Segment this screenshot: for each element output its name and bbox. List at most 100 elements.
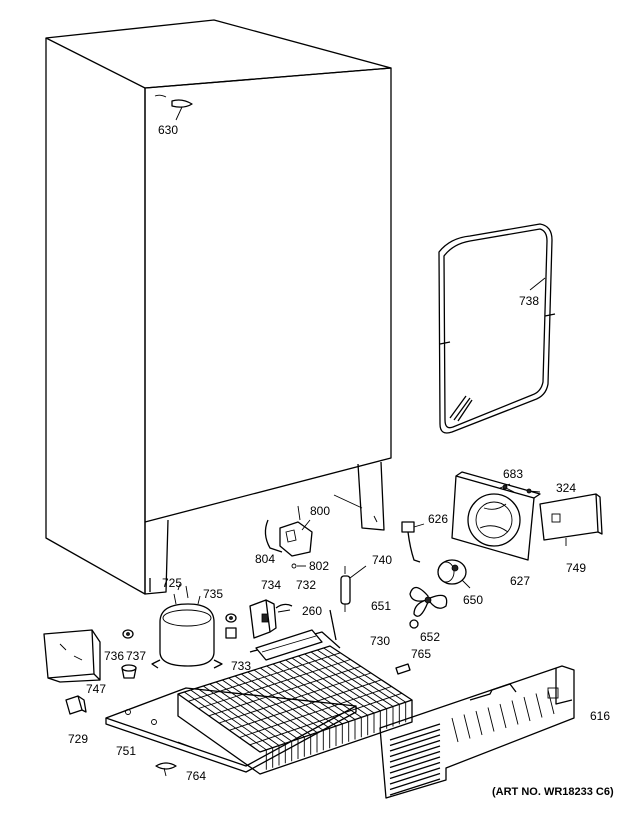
coil-crossbar [198, 659, 351, 709]
label-736: 736 [104, 649, 124, 663]
label-650: 650 [463, 593, 483, 607]
coil-tube [247, 671, 331, 749]
coil-tube [241, 673, 324, 751]
coil-crossbar [188, 652, 341, 702]
part-729-cover [65, 695, 87, 715]
coil-crossbar [218, 672, 372, 724]
grille-louver [389, 756, 441, 774]
grille-louver [389, 739, 441, 758]
coil-tube [298, 655, 381, 731]
coil-tube [209, 683, 293, 762]
grille-louver [389, 750, 441, 769]
label-735: 735 [203, 587, 223, 601]
coil-tube [190, 689, 274, 768]
part-738-gasket [438, 223, 556, 434]
label-749: 749 [566, 561, 586, 575]
part-627-fan-shroud [451, 471, 541, 561]
coil-tube [260, 667, 343, 744]
part-765-clip [395, 663, 411, 675]
coil-tube [184, 691, 267, 770]
grille-slot [451, 717, 459, 743]
label-729: 729 [68, 732, 88, 746]
part-740-component [340, 565, 367, 612]
part-736-grommet [122, 629, 134, 639]
label-324: 324 [556, 481, 576, 495]
part-683-screw [502, 484, 515, 493]
coil-crossbar [229, 679, 382, 731]
part-751-base-pan [105, 687, 357, 773]
coil-tube [253, 669, 337, 746]
coil-crossbar [249, 692, 402, 746]
part-260-drain [255, 629, 323, 661]
part-324-screw [526, 488, 541, 494]
grille-louver [389, 734, 441, 752]
label-651: 651 [371, 599, 391, 613]
grille-slot [547, 689, 555, 715]
refrigerator-cabinet [45, 19, 392, 595]
coil-tube [317, 649, 400, 725]
coil-tube [222, 679, 305, 757]
coil-tube [203, 685, 286, 764]
grille-louver [389, 767, 441, 785]
grille-slot [511, 700, 519, 725]
grille-slot [487, 707, 495, 732]
part-734-overload [249, 599, 277, 639]
grille-slot [499, 703, 507, 729]
label-802: 802 [309, 559, 329, 573]
grille-slot [463, 714, 471, 739]
coil-tube [291, 657, 375, 733]
label-730: 730 [370, 634, 390, 648]
label-733: 733 [231, 659, 251, 673]
coil-tube [272, 663, 356, 740]
coil-tube [310, 651, 394, 727]
part-733-relay [225, 627, 237, 639]
label-740: 740 [372, 553, 392, 567]
label-804: 804 [255, 552, 275, 566]
grille-slot [523, 696, 531, 722]
label-764: 764 [186, 769, 206, 783]
part-616-grille [379, 665, 575, 799]
part-650-fan-motor [437, 559, 471, 589]
grille-louver [389, 745, 441, 763]
label-800: 800 [310, 504, 330, 518]
part-626-connector [401, 521, 425, 563]
label-734: 734 [261, 578, 281, 592]
art-number: (ART NO. WR18233 C6) [492, 786, 614, 798]
coil-tube [285, 659, 369, 736]
grille-slot [475, 710, 483, 736]
grille-louver [389, 723, 441, 741]
part-630-plug [154, 94, 193, 121]
coil-tube [234, 675, 318, 753]
label-737: 737 [126, 649, 146, 663]
label-751: 751 [116, 744, 136, 758]
label-732: 732 [296, 578, 316, 592]
part-732-clip [275, 603, 293, 613]
part-725-compressor [151, 583, 223, 669]
part-749-cover [539, 493, 603, 546]
coil-crossbar [208, 665, 361, 717]
grille-louver [389, 772, 441, 791]
label-616: 616 [590, 709, 610, 723]
label-627: 627 [510, 574, 530, 588]
part-651-fan-blade [409, 586, 448, 629]
coil-tube [304, 653, 388, 729]
coil-tube [266, 665, 350, 742]
label-626: 626 [428, 512, 448, 526]
coil-tube [228, 677, 312, 755]
grille-slot [535, 693, 543, 718]
part-747-bracket [43, 629, 101, 683]
label-738: 738 [519, 294, 539, 308]
coil-tube [215, 681, 299, 759]
label-683: 683 [503, 467, 523, 481]
coil-tube [196, 687, 280, 766]
coil-tube [279, 661, 362, 738]
grille-louver [389, 728, 441, 747]
label-652: 652 [420, 630, 440, 644]
label-725: 725 [162, 576, 182, 590]
part-737-foot [121, 664, 137, 679]
label-260: 260 [302, 604, 322, 618]
part-735-grommet [225, 613, 237, 623]
grille-louver [389, 761, 441, 780]
part-730-condenser [177, 609, 413, 775]
